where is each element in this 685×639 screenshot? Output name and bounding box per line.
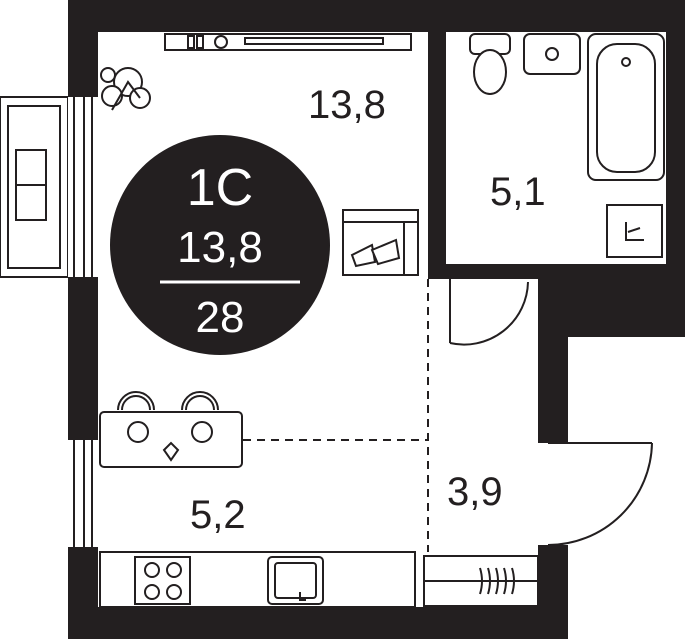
partition-wall [428, 32, 446, 279]
doors [449, 279, 653, 546]
living-room-furniture [100, 33, 419, 276]
burner-icon [166, 584, 182, 600]
entry-wall [538, 279, 568, 443]
dining-table [99, 391, 243, 468]
windows [0, 96, 98, 547]
drain-icon [545, 47, 559, 61]
burner-icon [144, 584, 160, 600]
kitchen-counter [99, 551, 416, 608]
top-wall [68, 0, 685, 32]
unit-badge: 1С 13,8 28 [110, 135, 330, 355]
plate-icon [127, 421, 149, 443]
badge-living-area: 13,8 [177, 223, 263, 272]
badge-circle [110, 135, 330, 355]
flower-icon [162, 441, 180, 462]
badge-total-area: 28 [196, 293, 245, 342]
pillow-icon [350, 243, 377, 268]
walls [68, 0, 685, 639]
chair-icon [181, 391, 219, 411]
bathroom-door-swing [449, 281, 529, 346]
room-area-kitchen: 5,2 [190, 493, 246, 537]
outside-area-2 [577, 337, 685, 639]
plate-icon [191, 421, 213, 443]
hallway-floor [428, 279, 538, 552]
shelf-decor-icon [214, 35, 228, 49]
entry-door-swing [547, 442, 653, 546]
room-area-living: 13,8 [308, 83, 386, 127]
room-area-hallway: 3,9 [447, 470, 503, 514]
stove [134, 556, 191, 605]
bottom-wall [68, 607, 538, 639]
faucet-icon [299, 592, 306, 601]
burner-icon [166, 562, 182, 578]
tv-icon [244, 37, 384, 45]
burner-icon [144, 562, 160, 578]
room-area-bathroom: 5,1 [490, 170, 546, 214]
tub-drain-icon [621, 57, 631, 67]
toilet-icon [473, 49, 507, 95]
washer-icon [625, 222, 644, 241]
bottom-wall-corner [538, 607, 568, 639]
right-wall [666, 0, 685, 337]
badge-type: 1С [187, 159, 253, 217]
hangers-icon [479, 567, 515, 595]
bathroom-fixtures [469, 33, 665, 258]
hallway-fixtures [423, 555, 539, 607]
bathroom-bottom-wall [528, 264, 685, 279]
washing-machine [606, 204, 663, 258]
plant-icon [100, 67, 151, 111]
chair-icon [117, 391, 155, 411]
balcony-inner [7, 105, 61, 269]
